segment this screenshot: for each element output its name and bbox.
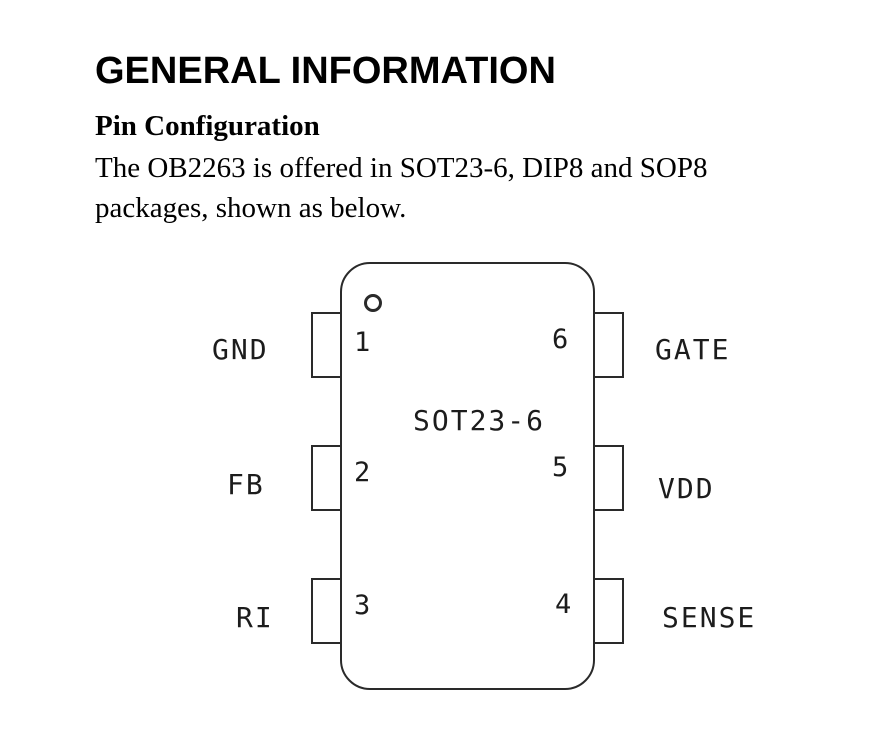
pin-number-4: 4 [555,589,572,620]
pin-label-sense: SENSE [662,601,757,634]
section-title: GENERAL INFORMATION [95,50,556,92]
pin-label-gate: GATE [655,333,731,366]
intro-paragraph: The OB2263 is offered in SOT23-6, DIP8 a… [95,148,707,228]
pin-stub-4 [591,578,624,644]
pin-label-fb: FB [227,468,265,501]
pin-stub-5 [591,445,624,511]
pin-number-3: 3 [354,590,371,621]
pin-label-gnd: GND [212,333,269,366]
pin-number-6: 6 [552,324,569,355]
ic-package-body [340,262,595,690]
intro-line-2: packages, shown as below. [95,192,407,224]
pin1-indicator-icon [364,294,382,312]
pin-stub-1 [311,312,344,378]
pin-number-1: 1 [354,327,371,358]
pin-label-vdd: VDD [658,472,715,505]
pin-number-5: 5 [552,452,569,483]
package-name-label: SOT23-6 [413,404,546,437]
pin-label-ri: RI [236,601,274,634]
intro-line-1: The OB2263 is offered in SOT23-6, DIP8 a… [95,152,708,184]
pin-number-2: 2 [354,457,371,488]
pin-stub-6 [591,312,624,378]
pin-configuration-heading: Pin Configuration [95,110,320,142]
